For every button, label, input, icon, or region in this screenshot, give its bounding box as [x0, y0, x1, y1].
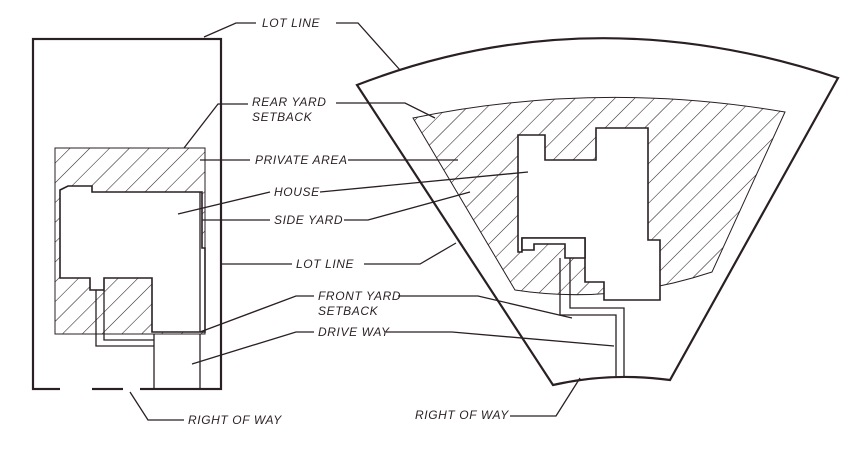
- front-yard-setback-label-line-1: FRONT YARD: [318, 289, 401, 303]
- leader-lot-line-top-right: [336, 22, 401, 71]
- leader-house-left: [177, 191, 271, 215]
- rectangular-lot: [31, 37, 223, 391]
- lot-line-mid-label: LOT LINE: [296, 257, 355, 271]
- drive-way-label: DRIVE WAY: [318, 325, 390, 339]
- leader-front-yard-left: [199, 295, 314, 333]
- leader-drive-way-left: [191, 331, 314, 365]
- private-area-label: PRIVATE AREA: [255, 153, 348, 167]
- rear-yard-setback-label-line-2: SETBACK: [252, 110, 313, 124]
- rear-yard-setback-label-line-1: REAR YARD: [252, 95, 327, 109]
- left-driveway: [95, 290, 154, 347]
- leader-rear-yard-left: [183, 103, 248, 149]
- right-of-way-right-label: RIGHT OF WAY: [415, 408, 509, 422]
- right-garage-notch: [521, 237, 586, 259]
- leader-lot-line-mid-right: [364, 242, 457, 265]
- label-group: LOT LINE REAR YARD SETBACK PRIVATE AREA …: [188, 16, 509, 427]
- lot-line-top-label: LOT LINE: [262, 16, 321, 30]
- leader-side-yard-right: [344, 191, 471, 221]
- leader-rear-yard-right: [336, 102, 436, 119]
- leader-lines: [129, 22, 615, 421]
- right-lot-line: [355, 37, 840, 387]
- leader-lot-line-top: [203, 22, 256, 38]
- leader-front-yard-right: [398, 295, 573, 319]
- right-driveway: [559, 258, 625, 378]
- side-yard-label: SIDE YARD: [274, 213, 343, 227]
- right-of-way-left-label: RIGHT OF WAY: [188, 413, 282, 427]
- leader-drive-way-right: [386, 331, 615, 347]
- house-label: HOUSE: [274, 185, 320, 199]
- leader-right-of-way-left: [129, 391, 184, 421]
- fan-shaped-lot: [355, 37, 840, 387]
- left-house: [59, 185, 206, 333]
- leader-right-of-way-right: [510, 377, 581, 417]
- leader-house-right: [319, 171, 529, 193]
- front-yard-setback-label-line-2: SETBACK: [318, 304, 379, 318]
